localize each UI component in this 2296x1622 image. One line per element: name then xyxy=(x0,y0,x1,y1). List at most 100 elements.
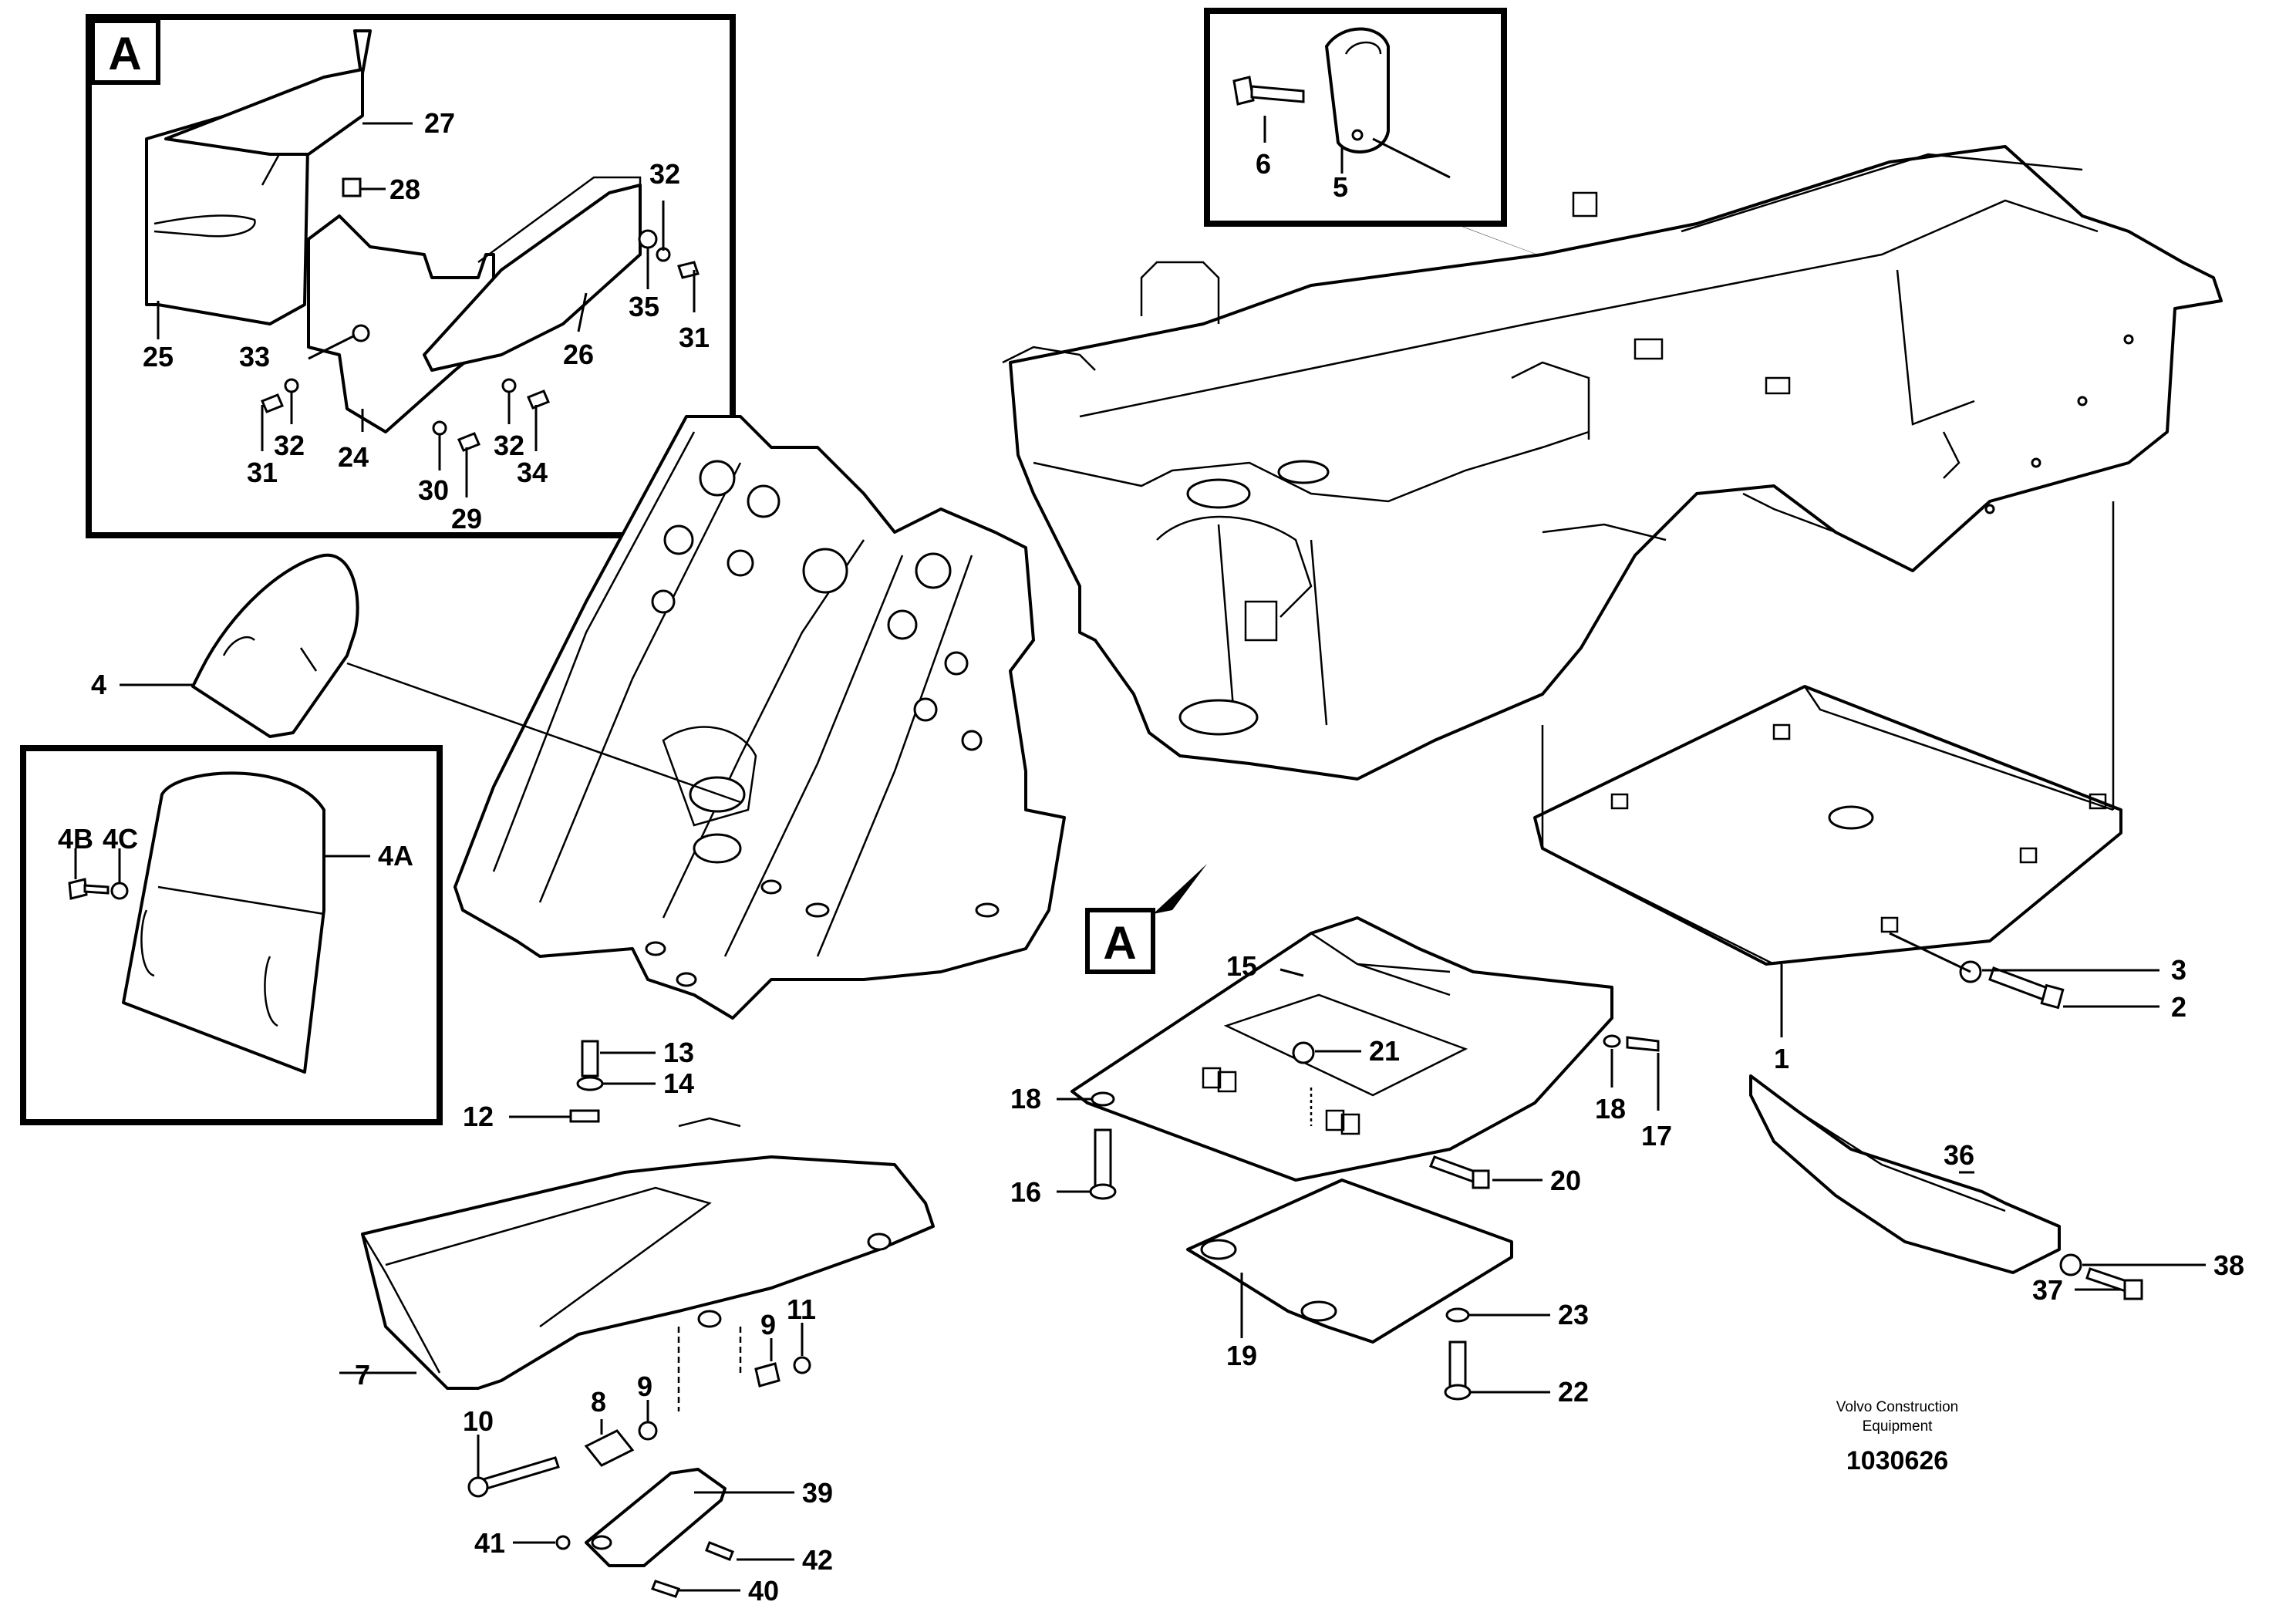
part-4A-cover xyxy=(122,771,325,1074)
part-7-guard: 12 14 13 7 xyxy=(339,1037,935,1391)
part-5-cover xyxy=(1325,27,1390,153)
part-14-washer xyxy=(576,1076,604,1091)
label-40: 40 xyxy=(748,1575,779,1607)
label-10: 10 xyxy=(463,1405,494,1437)
part-9-washer-a xyxy=(638,1421,658,1441)
credit-line-1: Volvo Construction xyxy=(1836,1399,1958,1415)
label-13: 13 xyxy=(663,1037,694,1068)
label-24: 24 xyxy=(338,441,369,473)
part-24-bracket xyxy=(307,214,495,433)
detail-a-pointer-letter: A xyxy=(1103,917,1136,969)
part-2-screw xyxy=(1988,966,2053,1003)
label-16: 16 xyxy=(1010,1176,1041,1208)
label-25: 25 xyxy=(143,341,174,373)
part-39-plate: 39 41 42 40 xyxy=(474,1468,833,1607)
part-18-washer-right xyxy=(1603,1034,1621,1048)
part-11-screw xyxy=(793,1356,811,1374)
part-35-spacer xyxy=(638,229,658,249)
label-26: 26 xyxy=(563,339,594,370)
label-31-left: 31 xyxy=(247,457,278,488)
label-15: 15 xyxy=(1226,950,1257,982)
part-13-screw xyxy=(581,1040,599,1077)
label-32-right: 32 xyxy=(494,430,524,461)
label-23: 23 xyxy=(1558,1299,1589,1330)
label-41: 41 xyxy=(474,1527,505,1559)
label-22: 22 xyxy=(1558,1376,1589,1408)
part-12-plate xyxy=(569,1109,600,1123)
detail-a-pointer: A xyxy=(1085,864,1207,974)
detail-a-title: A xyxy=(108,28,141,79)
part-6-screw xyxy=(1232,76,1255,106)
part-38-washer xyxy=(2059,1253,2082,1276)
front-frame xyxy=(453,415,1066,1020)
label-34: 34 xyxy=(517,457,548,488)
label-6: 6 xyxy=(1256,148,1271,180)
label-9a: 9 xyxy=(637,1371,652,1402)
part-4C-washer xyxy=(110,882,129,900)
part-15-hardware: 21 15 18 16 18 17 20 xyxy=(1010,950,1672,1208)
part-7-hardware: 8 9 10 9 11 xyxy=(463,1293,816,1498)
part-37-screw xyxy=(2085,1267,2130,1293)
part-34-screw xyxy=(527,389,550,410)
part-10-bolt xyxy=(477,1456,560,1492)
label-5: 5 xyxy=(1333,171,1348,203)
label-20: 20 xyxy=(1550,1165,1581,1196)
label-32-top: 32 xyxy=(649,158,680,190)
label-31-right: 31 xyxy=(679,322,710,353)
part-22-screw xyxy=(1448,1340,1467,1390)
part-15-guard xyxy=(1070,916,1613,1182)
detail-a-box: A xyxy=(86,14,736,538)
part-8-bushing xyxy=(584,1429,635,1467)
label-38: 38 xyxy=(2213,1249,2244,1281)
part-33-nut xyxy=(352,324,370,342)
label-4C: 4C xyxy=(103,823,138,855)
part-9-bushing-b xyxy=(754,1362,781,1388)
label-21: 21 xyxy=(1369,1035,1400,1067)
part-18-washer-left xyxy=(1091,1091,1115,1107)
label-12: 12 xyxy=(463,1101,494,1132)
credit-block: Volvo Construction Equipment 1030626 xyxy=(1836,1399,1958,1475)
label-35: 35 xyxy=(629,291,659,322)
label-4A: 4A xyxy=(378,840,413,872)
label-39: 39 xyxy=(802,1477,833,1509)
label-28: 28 xyxy=(389,174,420,205)
part-30-washer xyxy=(432,420,447,436)
part-40-screw xyxy=(651,1580,680,1598)
label-7: 7 xyxy=(355,1359,370,1391)
label-33: 33 xyxy=(239,341,270,373)
label-18-right: 18 xyxy=(1595,1093,1626,1125)
label-32-left: 32 xyxy=(274,430,305,461)
part-27-deflector xyxy=(164,68,364,156)
label-3: 3 xyxy=(2171,954,2186,986)
label-30: 30 xyxy=(418,474,449,506)
part-19-plate: 19 23 22 xyxy=(1186,1179,1589,1408)
part-4-cover: 4 xyxy=(91,553,741,804)
label-42: 42 xyxy=(802,1544,833,1576)
label-36: 36 xyxy=(1944,1139,1974,1171)
credit-line-2: Equipment xyxy=(1863,1418,1934,1435)
label-18-left: 18 xyxy=(1010,1083,1041,1114)
label-11: 11 xyxy=(787,1293,816,1325)
part-21-nut xyxy=(1292,1041,1315,1064)
part-2-3-hardware: 3 2 1 xyxy=(1774,932,2186,1074)
part-17-screw xyxy=(1626,1036,1660,1052)
part-20-screw xyxy=(1429,1155,1478,1183)
part-31-screw-left xyxy=(261,393,284,413)
label-37: 37 xyxy=(2032,1274,2063,1306)
part-28-nut xyxy=(342,177,362,197)
part-23-washer xyxy=(1445,1307,1470,1323)
part-4B-screw xyxy=(68,878,88,900)
part-29-screw xyxy=(457,432,480,452)
part-42-screw xyxy=(705,1541,734,1561)
part-32-washer-right xyxy=(501,378,517,393)
label-4: 4 xyxy=(91,669,106,700)
detail-cap-box: 6 5 xyxy=(1204,8,1681,309)
rear-frame xyxy=(1002,145,2223,781)
label-2: 2 xyxy=(2171,991,2186,1023)
label-4B: 4B xyxy=(58,823,93,855)
label-14: 14 xyxy=(663,1067,694,1099)
part-41-washer xyxy=(555,1535,571,1550)
part-36-step: 36 38 37 xyxy=(1749,1074,2244,1306)
detail-4a-box: 4B 4C 4A xyxy=(20,745,443,1125)
